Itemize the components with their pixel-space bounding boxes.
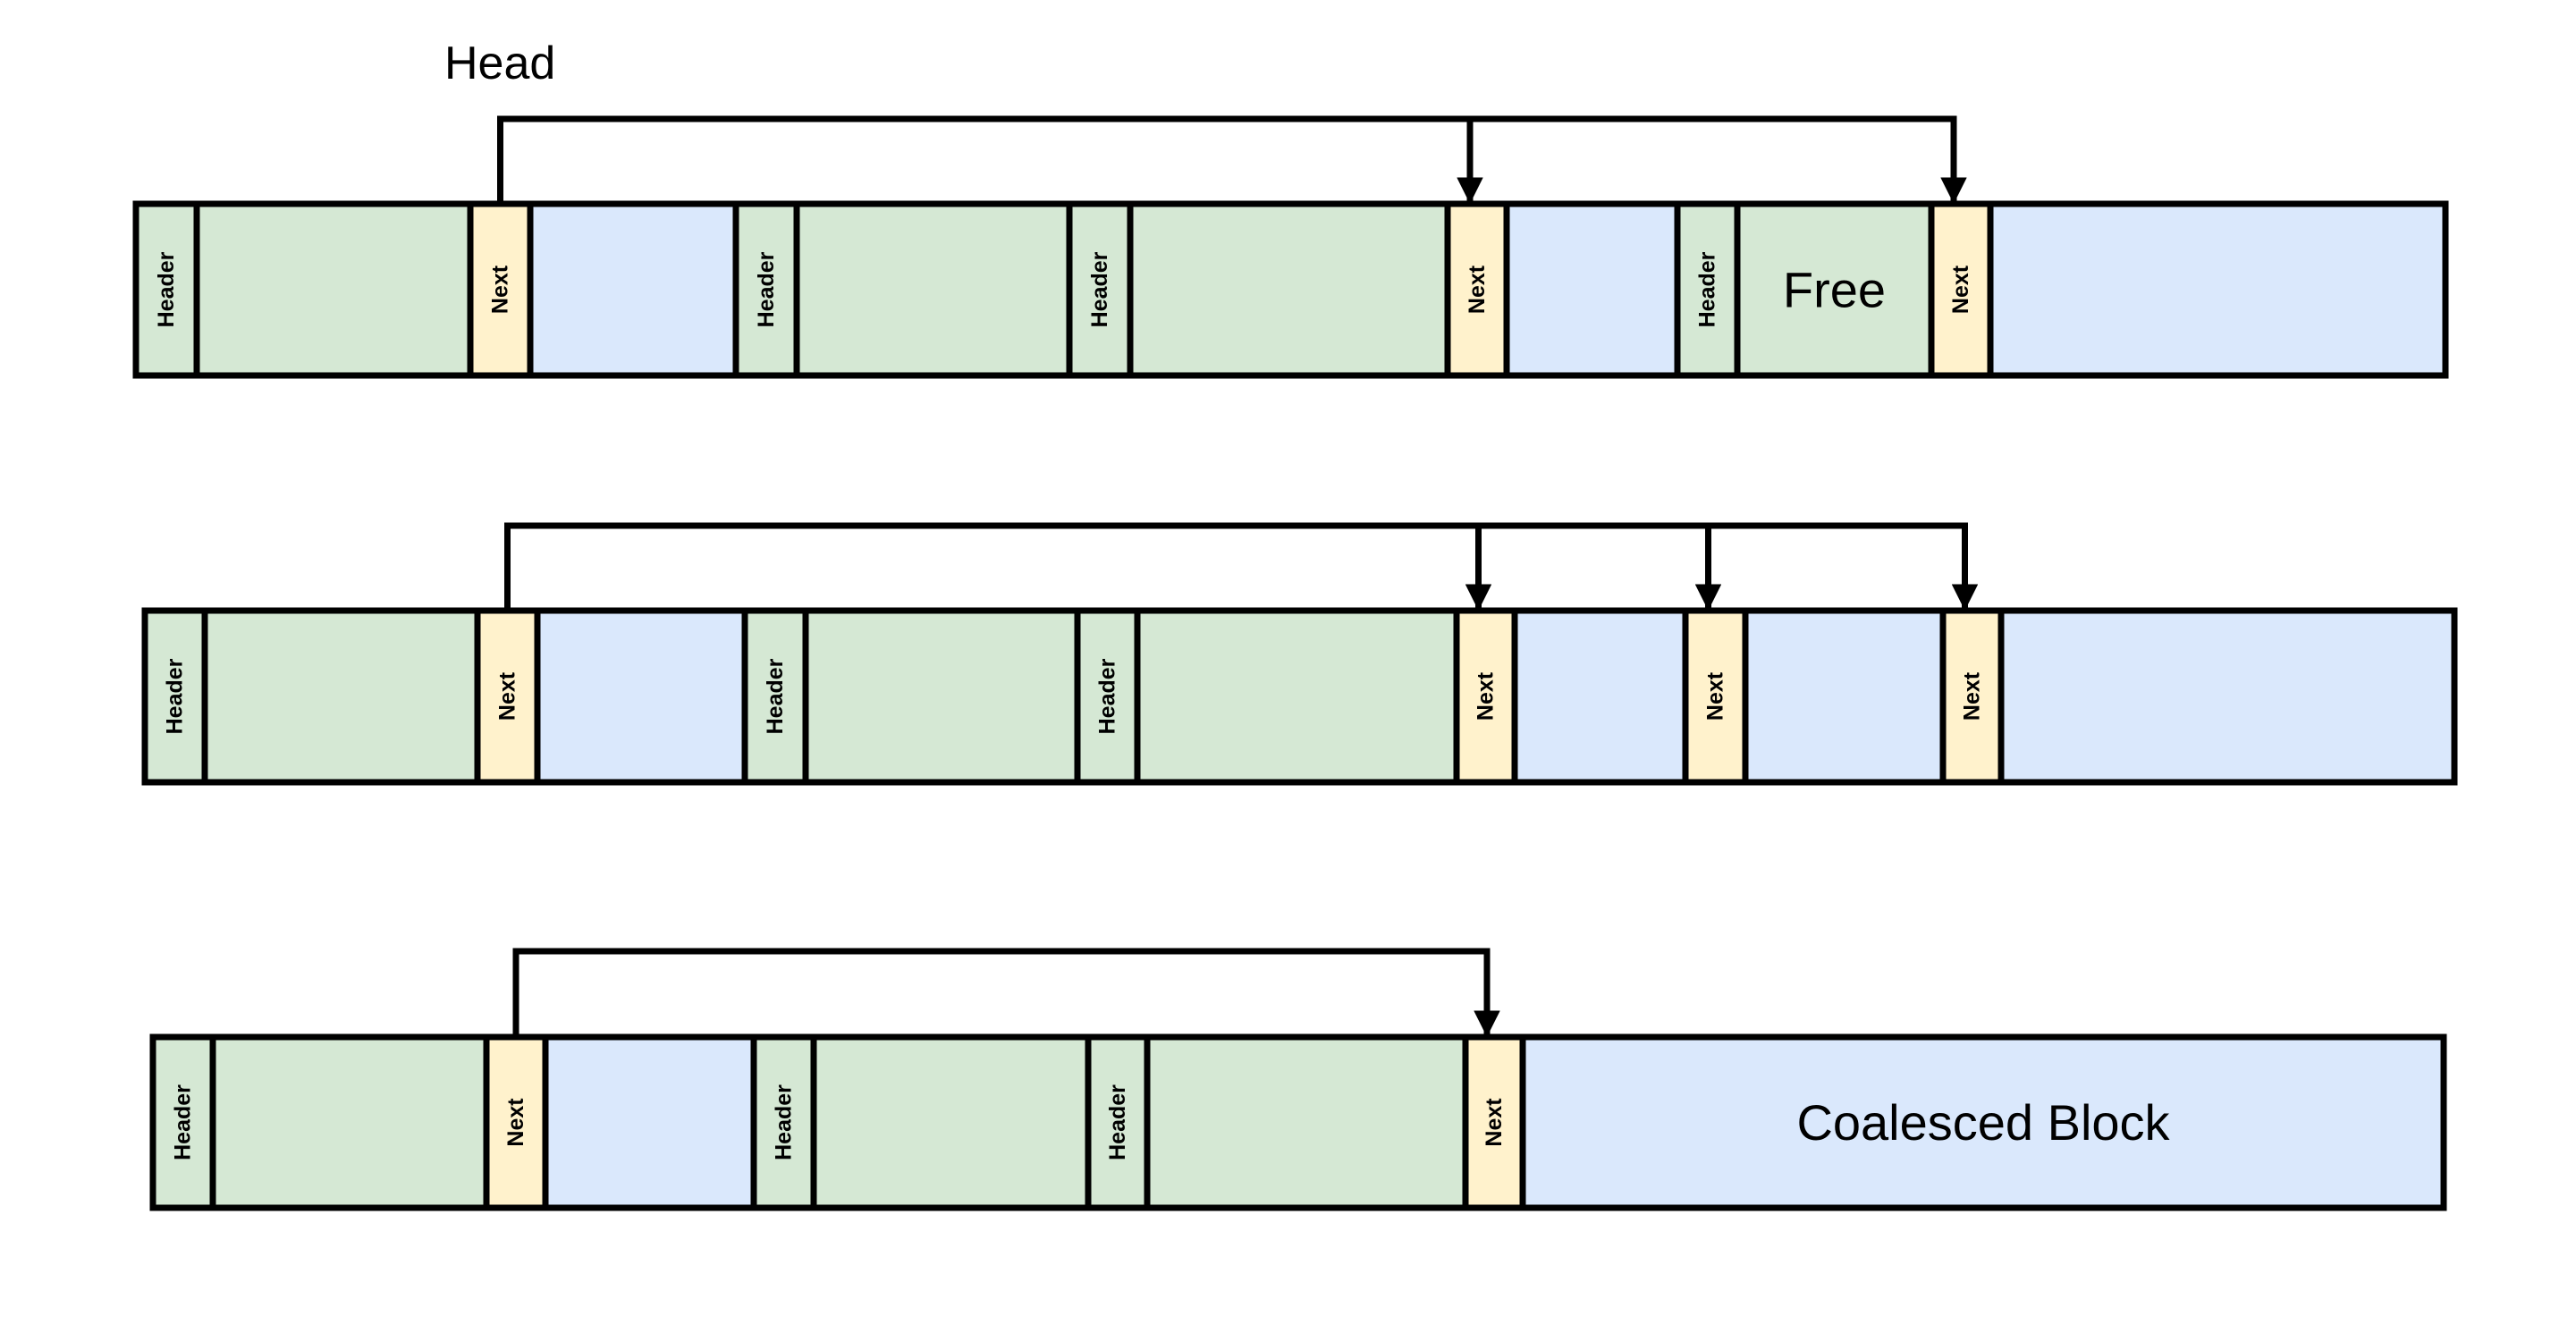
next-pointer-arrow: [1705, 522, 1979, 611]
header-label: Header: [154, 251, 179, 327]
memory-row-3: Header Next Header Header Next Coalesced Bloc…: [149, 948, 2447, 1211]
free-block: [1503, 200, 1681, 379]
allocated-block: [209, 1033, 490, 1211]
header-label: Header: [1695, 251, 1720, 327]
free-block: [1742, 607, 1947, 786]
next-pointer-arrow: [504, 522, 1492, 611]
header-label: Header: [1095, 658, 1120, 734]
header-cell: [132, 200, 200, 379]
next-label: Next: [1474, 671, 1499, 721]
header-label: Header: [1087, 251, 1112, 327]
allocated-block: [201, 607, 481, 786]
free-block: [1987, 200, 2449, 379]
memory-row-1: Header Next Header Header Next Header Free Next: [132, 115, 2449, 379]
allocated-block: [793, 200, 1073, 379]
free-block-label: Free: [1783, 262, 1886, 318]
next-label: Next: [1482, 1098, 1507, 1147]
next-label: Next: [1703, 671, 1728, 721]
header-cell: [1074, 607, 1141, 786]
header-cell: [732, 200, 800, 379]
allocated-block: [1127, 200, 1451, 379]
free-block: [534, 607, 748, 786]
allocated-block: [1144, 1033, 1469, 1211]
header-cell: [149, 1033, 216, 1211]
next-label: Next: [488, 265, 513, 314]
allocated-block: [1134, 607, 1460, 786]
header-label: Header: [171, 1084, 196, 1160]
header-label: Header: [163, 658, 188, 734]
free-block: [542, 1033, 757, 1211]
next-label: Next: [503, 1098, 528, 1147]
next-pointer-arrow: [1475, 522, 1722, 611]
next-pointer-cell: [1444, 200, 1510, 379]
allocated-block: [1734, 200, 1935, 379]
head-label: Head: [444, 38, 555, 89]
header-cell: [141, 607, 208, 786]
next-pointer-arrow: [497, 115, 1483, 204]
allocated-block: [193, 200, 474, 379]
next-pointer-cell: [1928, 200, 1994, 379]
next-label: Next: [1948, 265, 1973, 314]
allocated-block: [810, 1033, 1092, 1211]
next-label: Next: [495, 671, 520, 721]
next-pointer-cell: [1462, 1033, 1526, 1211]
allocated-block: [802, 607, 1081, 786]
free-block: [1997, 607, 2458, 786]
next-label: Next: [1465, 265, 1490, 314]
memory-row-2: Header Next Header Header Next Next Next: [141, 522, 2458, 786]
next-label: Next: [1960, 671, 1985, 721]
header-label: Header: [1105, 1084, 1130, 1160]
free-block: [1511, 607, 1689, 786]
free-block: [1519, 1033, 2447, 1211]
free-block: [527, 200, 739, 379]
header-label: Header: [763, 658, 788, 734]
next-pointer-arrow: [512, 948, 1500, 1037]
header-label: Header: [772, 1084, 797, 1160]
header-label: Header: [754, 251, 779, 327]
header-cell: [1085, 1033, 1151, 1211]
next-pointer-arrow: [1466, 115, 1967, 204]
coalesced-block-label: Coalesced Block: [1796, 1094, 2170, 1151]
next-pointer-cell: [467, 200, 534, 379]
